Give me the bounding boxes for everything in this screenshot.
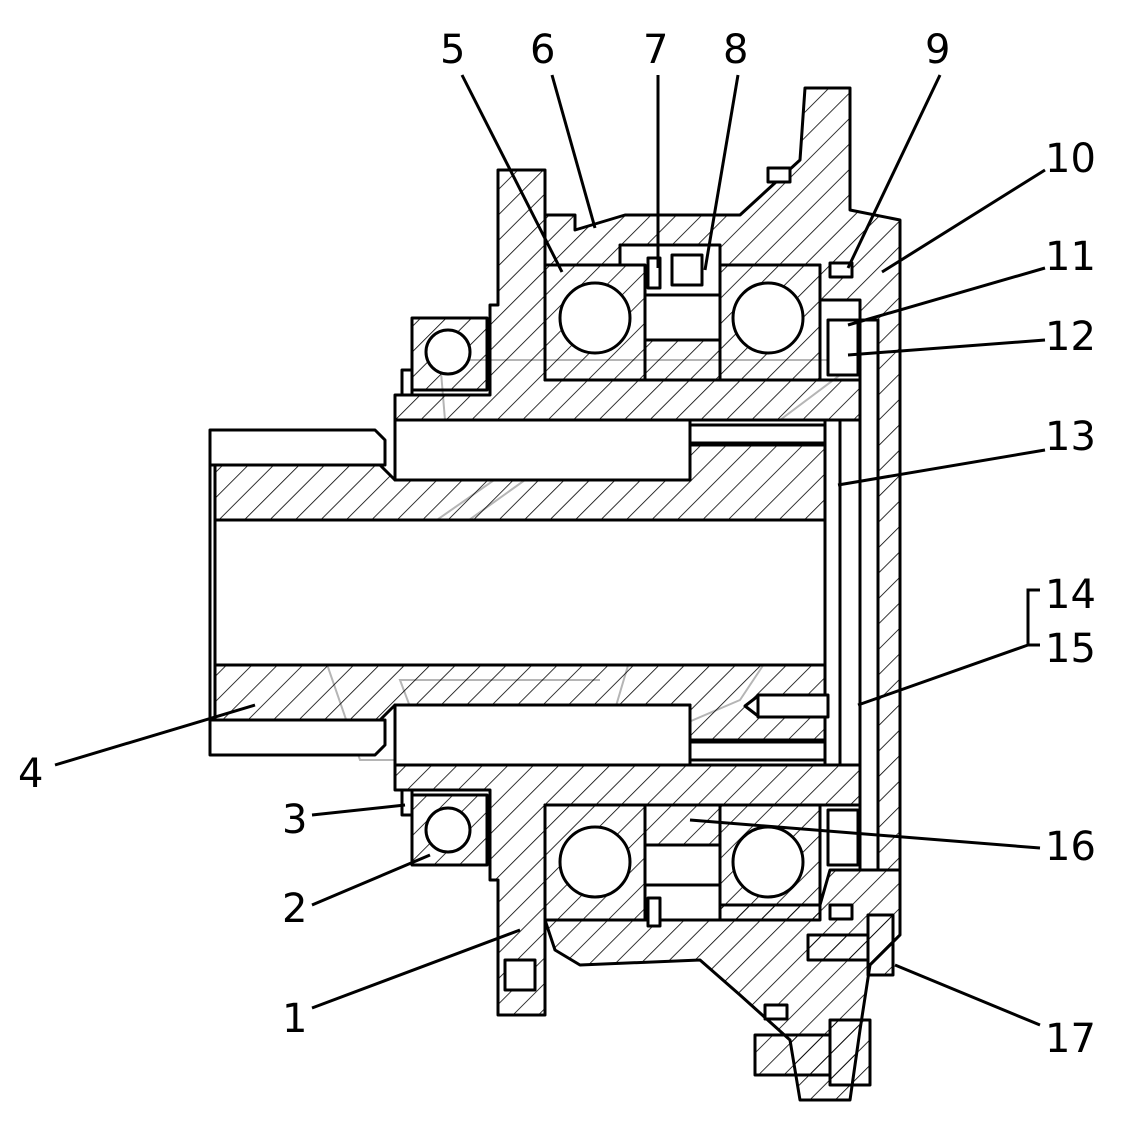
screw-14 [756, 693, 830, 719]
oring-lower [763, 1003, 789, 1021]
callout-10: 10 [1045, 136, 1096, 182]
callout-1: 1 [282, 996, 307, 1042]
spacer-bottom [643, 803, 722, 847]
oring-bottom [828, 903, 854, 921]
oring-top [766, 166, 792, 184]
retaining-plate [823, 418, 842, 767]
outlines [208, 166, 880, 1021]
bottom-bolt [753, 1033, 832, 1077]
spline-cavity-bottom [393, 703, 692, 767]
ball-small-bottom [424, 806, 472, 854]
callout-9: 9 [925, 27, 950, 73]
bolt-17 [806, 933, 870, 962]
circlip-bottom [646, 896, 662, 928]
flange-slot [503, 958, 537, 992]
ball-bottom-right [731, 825, 805, 899]
plug-8 [670, 253, 704, 287]
callout-8: 8 [723, 27, 748, 73]
screw-tip [743, 694, 760, 718]
callout-3: 3 [282, 797, 307, 843]
shaft-end-bottom [208, 718, 387, 757]
seal-strip [826, 318, 860, 377]
ball-top-right [731, 281, 805, 355]
spacer-gap-bottom [643, 843, 722, 887]
callout-14: 14 [1045, 572, 1096, 618]
snap-ring-3 [400, 788, 414, 817]
needle-rollers-bottom [688, 740, 832, 762]
callout-labels: 1 2 3 4 5 6 7 8 9 10 11 12 13 14 15 16 1… [18, 27, 1096, 1062]
spacer-top [643, 338, 722, 382]
end-cover [858, 318, 880, 872]
spline-cavity-top [393, 418, 692, 482]
callout-7: 7 [643, 27, 668, 73]
ball-top-left [558, 281, 632, 355]
oring-9 [828, 261, 854, 279]
callout-16: 16 [1045, 824, 1096, 870]
needle-rollers-top [688, 423, 832, 445]
callout-13: 13 [1045, 414, 1096, 460]
section-parts [213, 86, 902, 1102]
ball-bottom-left [558, 825, 632, 899]
callout-17: 17 [1045, 1016, 1096, 1062]
callout-5: 5 [440, 27, 465, 73]
shaft-end-top [208, 428, 387, 467]
callout-4: 4 [18, 751, 43, 797]
callout-6: 6 [530, 27, 555, 73]
bolt-head-17 [866, 913, 895, 977]
callout-11: 11 [1045, 234, 1096, 280]
callout-2: 2 [282, 886, 307, 932]
shaft-bore [213, 518, 832, 667]
spacer-gap-top [643, 293, 722, 342]
callout-15: 15 [1045, 626, 1096, 672]
callout-12: 12 [1045, 314, 1096, 360]
ball-small-top [424, 328, 472, 376]
leader-lines [54, 74, 1046, 1027]
bottom-bolt-head [828, 1018, 872, 1087]
snap-ring-top [400, 368, 414, 397]
seal-strip-bottom [826, 808, 860, 867]
